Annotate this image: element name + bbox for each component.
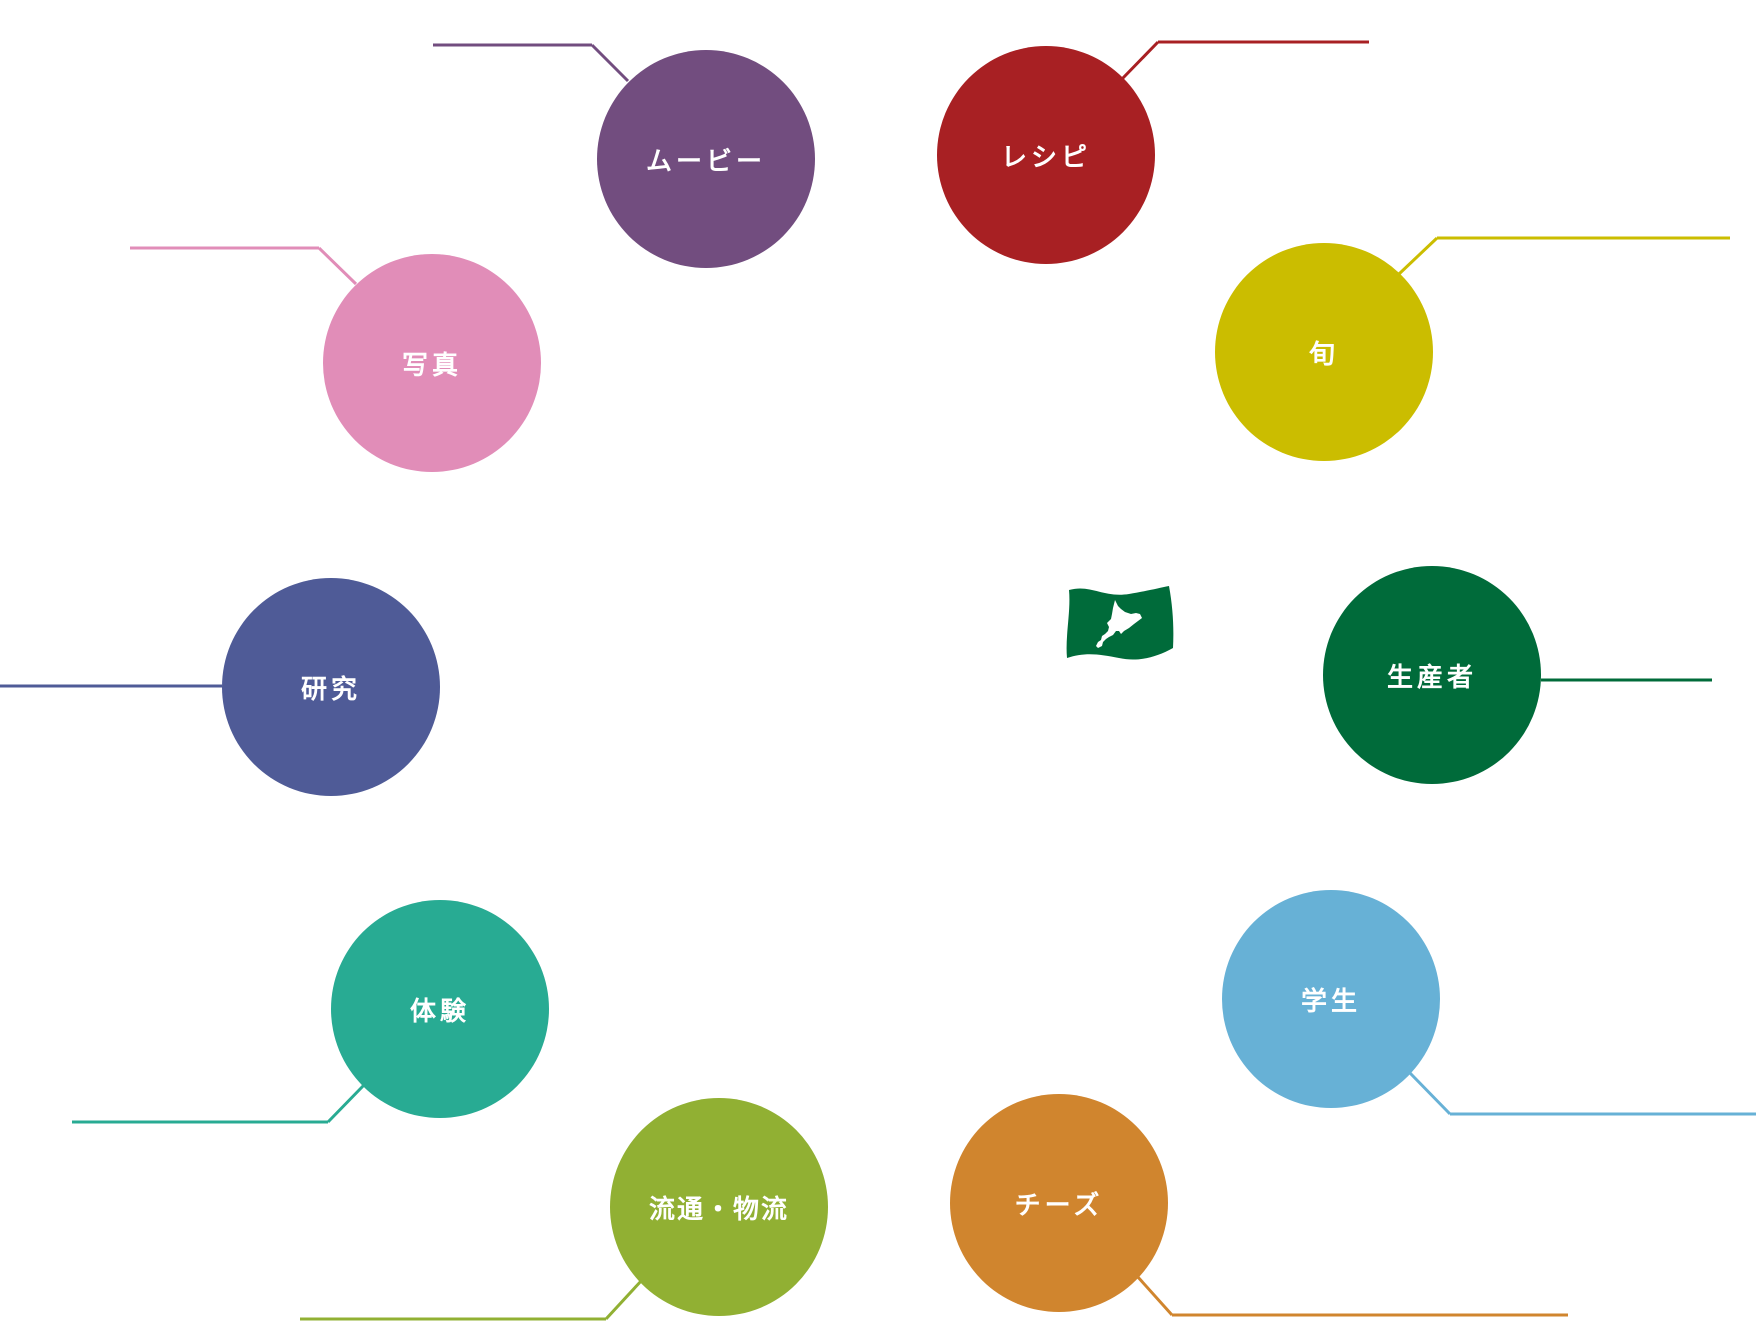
node-label: 研究 <box>300 674 361 705</box>
connector-recipe <box>1120 40 1160 81</box>
node-label: 流通・物流 <box>648 1194 789 1225</box>
node-producer[interactable]: 生産者 <box>1323 566 1541 784</box>
hokkaido-flag-icon[interactable] <box>1061 586 1174 666</box>
node-label: 体験 <box>409 996 470 1027</box>
node-photo[interactable]: 写真 <box>323 254 541 472</box>
hokkaido-silhouette <box>1096 600 1142 648</box>
node-label: 学生 <box>1300 986 1361 1017</box>
node-label: チーズ <box>1014 1190 1104 1221</box>
node-recipe[interactable]: レシピ <box>937 46 1155 264</box>
connector-movie <box>590 43 630 83</box>
node-student[interactable]: 学生 <box>1222 890 1440 1108</box>
connector-photo <box>317 246 358 286</box>
connector-season <box>1397 236 1439 276</box>
node-label: 写真 <box>401 350 462 381</box>
node-experience[interactable]: 体験 <box>331 900 549 1118</box>
node-research[interactable]: 研究 <box>222 578 440 796</box>
node-label: レシピ <box>1000 142 1091 173</box>
connector-cheese <box>1135 1274 1174 1317</box>
connector-experience <box>326 1083 366 1124</box>
connector-distribution <box>604 1278 644 1321</box>
connector-student <box>1408 1071 1452 1116</box>
node-label: ムービー <box>645 146 766 177</box>
node-season[interactable]: 旬 <box>1215 243 1433 461</box>
node-movie[interactable]: ムービー <box>597 50 815 268</box>
node-cheese[interactable]: チーズ <box>950 1094 1168 1312</box>
node-distribution[interactable]: 流通・物流 <box>610 1098 828 1316</box>
node-label: 生産者 <box>1386 662 1477 693</box>
node-label: 旬 <box>1308 339 1339 370</box>
